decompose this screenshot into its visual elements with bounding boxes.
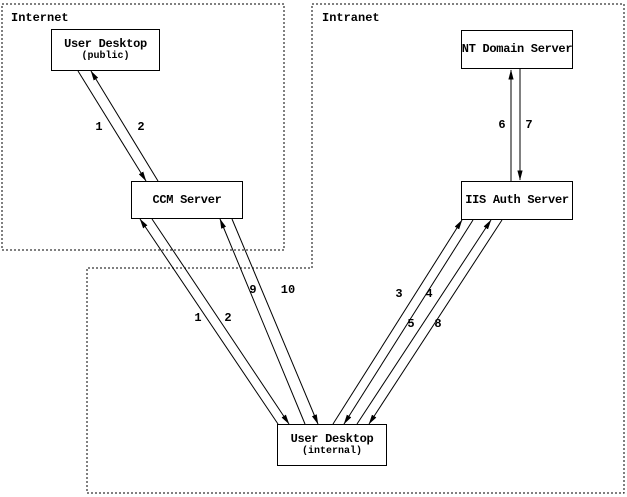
- edge-label-flow-3-internal-to-iis: 3: [395, 287, 402, 301]
- arrow-flow-8-iis-to-internal: [368, 219, 503, 425]
- node-title: CCM Server: [152, 192, 222, 207]
- node-title: IIS Auth Server: [465, 193, 569, 207]
- region-outline-intranet: [86, 3, 625, 494]
- edge-label-flow-2-ccm-to-internal: 2: [224, 311, 231, 325]
- arrow-flow-1-internal-to-ccm: [139, 218, 279, 425]
- node-iis-auth-server: IIS Auth Server: [461, 181, 573, 220]
- node-user-desktop-internal: User Desktop (internal): [277, 424, 387, 466]
- edge-label-flow-6-iis-to-nt: 6: [498, 118, 505, 132]
- region-label-intranet: Intranet: [322, 11, 380, 25]
- arrow-flow-4-iis-to-internal: [343, 219, 474, 425]
- arrow-flow-9-internal-to-ccm: [219, 218, 306, 425]
- arrow-flow-5-internal-to-iis: [356, 219, 492, 425]
- node-title: NT Domain Server: [461, 42, 573, 56]
- arrow-flow-2-ccm-to-internal: [151, 218, 290, 425]
- node-user-desktop-public: User Desktop (public): [51, 29, 160, 71]
- edge-label-flow-9-internal-to-ccm: 9: [249, 283, 256, 297]
- node-nt-domain-server: NT Domain Server: [461, 30, 573, 69]
- edge-label-flow-8-iis-to-internal: 8: [434, 317, 441, 331]
- edge-label-flow-10-ccm-to-internal: 10: [281, 283, 295, 297]
- node-title: User Desktop: [290, 432, 374, 446]
- node-subtitle: (public): [81, 51, 130, 62]
- edge-label-flow-1-internal-to-ccm: 1: [194, 311, 201, 325]
- arrow-flow-10-ccm-to-internal: [231, 218, 319, 425]
- region-label-internet: Internet: [11, 11, 69, 25]
- arrow-flow-2-ccm-to-public: [90, 70, 159, 182]
- edge-label-flow-7-nt-to-iis: 7: [525, 118, 532, 132]
- edge-label-flow-5-internal-to-iis: 5: [407, 317, 414, 331]
- edge-label-flow-4-iis-to-internal: 4: [425, 287, 432, 301]
- edge-label-flow-1-public-to-ccm: 1: [95, 120, 102, 134]
- edge-label-flow-2-ccm-to-public: 2: [137, 120, 144, 134]
- node-subtitle: (internal): [301, 446, 362, 457]
- node-title: User Desktop: [64, 37, 147, 51]
- region-outline-internet: [1, 3, 285, 251]
- arrow-flow-1-public-to-ccm: [77, 70, 147, 182]
- arrow-flow-3-internal-to-iis: [332, 219, 463, 425]
- node-ccm-server: CCM Server: [131, 181, 243, 219]
